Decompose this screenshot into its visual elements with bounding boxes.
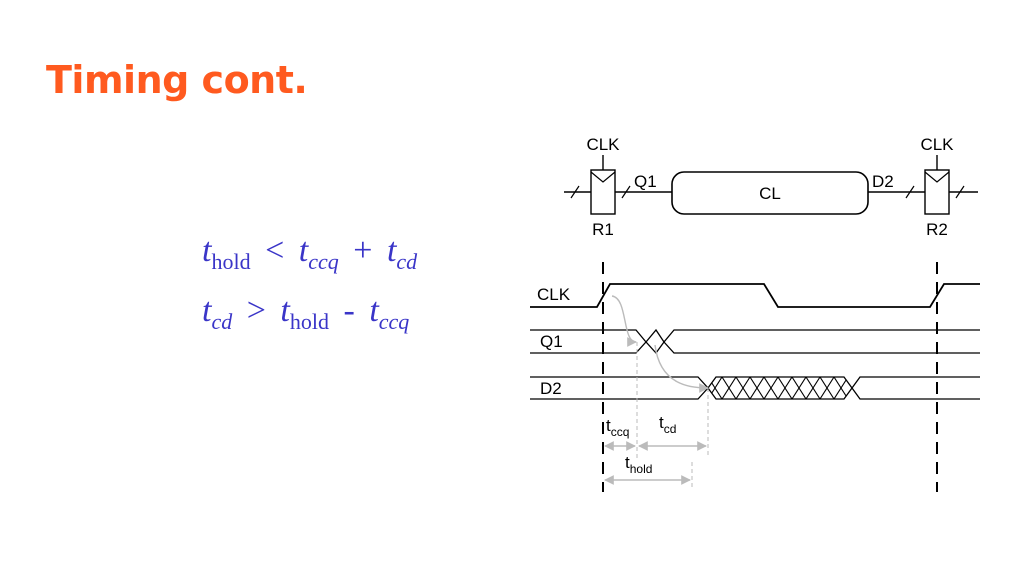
eq1-op2: + xyxy=(353,232,373,269)
eq2-lhs-sub: cd xyxy=(211,309,233,334)
eq2-t1-sub: hold xyxy=(289,309,329,334)
r2-label: R2 xyxy=(926,220,948,239)
eq1-t1-sub: ccq xyxy=(308,249,339,274)
equation-cd-constraint: tcd > thold - tccq xyxy=(202,292,409,335)
eq1-t2-var: t xyxy=(386,232,397,269)
q1-to-d2-arrow xyxy=(654,344,709,393)
d2-waveform-label: D2 xyxy=(540,379,562,398)
eq2-op2: - xyxy=(343,292,355,329)
q1-net-label: Q1 xyxy=(634,172,657,191)
equation-hold-constraint: thold < tccq + tcd xyxy=(202,232,417,275)
clk-waveform-label: CLK xyxy=(537,285,571,304)
tccq-label: tccq xyxy=(606,416,629,439)
d2-contamination-region xyxy=(707,376,853,400)
cl-label: CL xyxy=(759,184,781,203)
q1-waveform-label: Q1 xyxy=(540,332,563,351)
q1-waveform-new xyxy=(663,329,980,354)
r1-clk-label: CLK xyxy=(586,135,620,154)
eq2-t1-var: t xyxy=(280,292,290,329)
r2-clock-triangle xyxy=(924,171,950,183)
slide-title: Timing cont. xyxy=(46,58,308,102)
eq2-op1: > xyxy=(246,292,266,329)
eq1-t1-var: t xyxy=(298,232,309,269)
waveforms: CLK Q1 D2 tccq tcd thold xyxy=(530,262,980,492)
eq1-op1: < xyxy=(265,232,285,269)
eq1-lhs-var: t xyxy=(202,232,212,269)
d2-net-label: D2 xyxy=(872,172,894,191)
eq1-lhs-sub: hold xyxy=(211,249,251,274)
circuit-schematic: CLK R1 Q1 CL D2 CLK R2 xyxy=(564,135,978,239)
clk-waveform xyxy=(530,283,980,308)
clk-to-q1-arrow xyxy=(611,295,637,347)
tcd-label: tcd xyxy=(659,413,676,436)
eq1-t2-sub: cd xyxy=(396,249,418,274)
eq2-t2-sub: ccq xyxy=(378,309,410,334)
register-r2 xyxy=(924,169,950,215)
r2-clk-label: CLK xyxy=(920,135,954,154)
register-r1 xyxy=(590,169,616,215)
thold-label: thold xyxy=(625,453,652,476)
combinational-logic-block xyxy=(671,171,869,215)
eq2-lhs-var: t xyxy=(202,292,212,329)
r1-label: R1 xyxy=(592,220,614,239)
eq2-t2-var: t xyxy=(369,292,379,329)
d2-waveform-new xyxy=(851,376,980,400)
r1-clock-triangle xyxy=(590,171,616,183)
